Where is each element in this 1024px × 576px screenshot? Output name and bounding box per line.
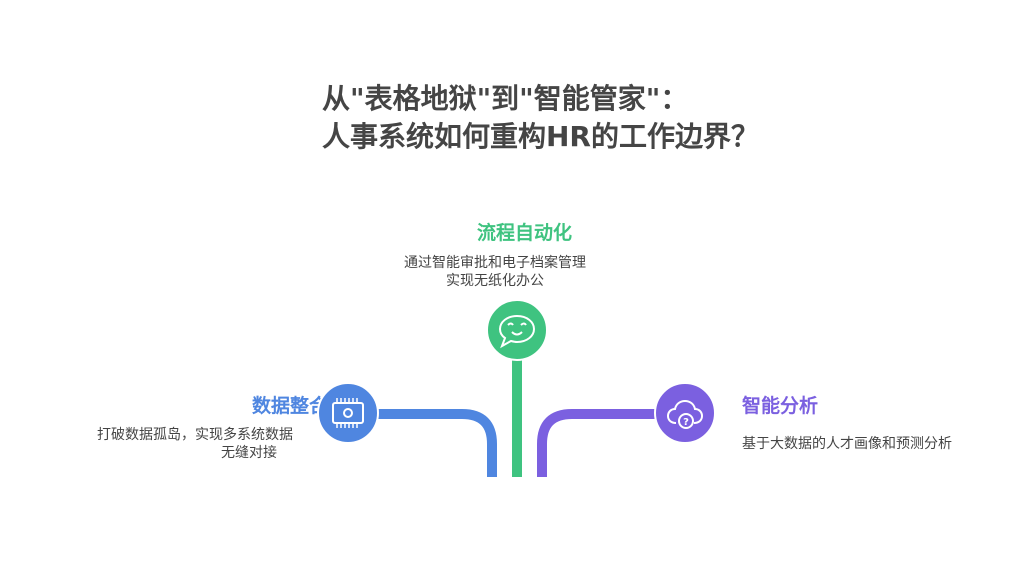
branch-heading-analysis: 智能分析 — [742, 395, 819, 417]
connector-analysis — [537, 409, 660, 477]
desc-line: 打破数据孤岛，实现多系统数据 — [97, 427, 293, 443]
title-line-1: 从"表格地狱"到"智能管家"： — [322, 82, 689, 115]
chip-icon — [317, 382, 379, 444]
cloud-question-icon: ? — [654, 382, 716, 444]
desc-line: 通过智能审批和电子档案管理 — [404, 255, 586, 271]
title-line-2: 人事系统如何重构HR的工作边界？ — [322, 120, 759, 153]
desc-line: 无缝对接 — [221, 445, 277, 461]
connector-integration — [376, 409, 497, 477]
branch-heading-integration: 数据整合 — [252, 395, 329, 417]
page-title: 从"表格地狱"到"智能管家"： 人事系统如何重构HR的工作边界？ — [322, 80, 759, 156]
branch-heading-automation: 流程自动化 — [477, 222, 573, 244]
branch-desc-integration: 打破数据孤岛，实现多系统数据 无缝对接 — [60, 426, 293, 462]
desc-line: 实现无纸化办公 — [446, 273, 544, 289]
svg-text:?: ? — [683, 417, 689, 428]
branch-desc-analysis: 基于大数据的人才画像和预测分析 — [742, 436, 952, 452]
branch-desc-automation: 通过智能审批和电子档案管理 实现无纸化办公 — [380, 254, 610, 290]
chat-smile-icon — [486, 299, 548, 361]
